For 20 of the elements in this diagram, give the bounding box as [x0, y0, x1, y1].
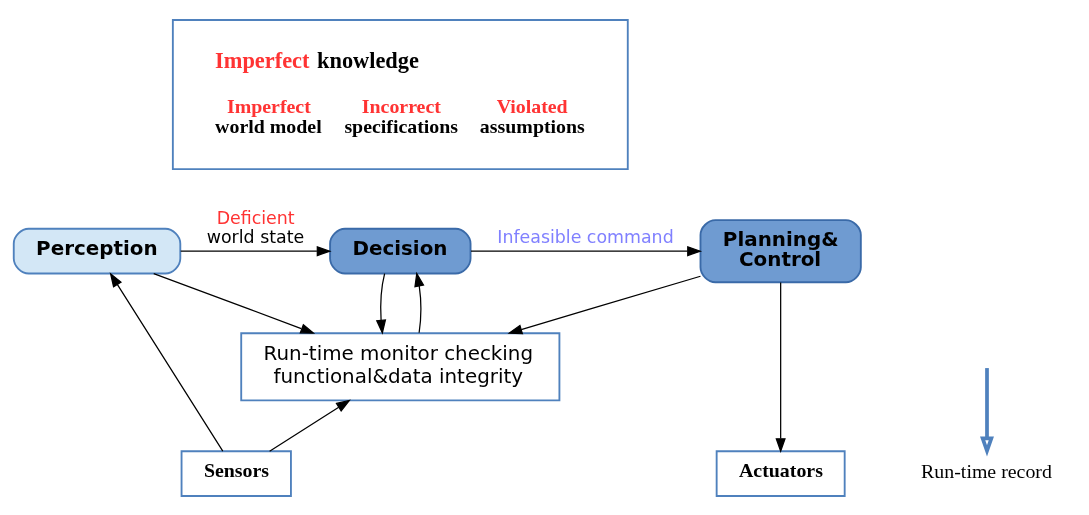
arrow: [180, 245, 332, 256]
node-box: Imperfect knowledge Imperfect world model Incorrect specifications Violated assumptions: [171, 18, 629, 170]
node-box: Sensors: [180, 449, 292, 497]
arrow: [507, 275, 702, 334]
node-box: Run-time monitor checking functional&data integrity: [240, 331, 561, 401]
arrow: [109, 271, 224, 452]
node-box: Planning& Control: [699, 218, 862, 283]
edge-label: Deficient world state: [206, 207, 305, 247]
arrow: [375, 272, 387, 335]
arrow: [414, 271, 425, 333]
node-box: Perception: [12, 227, 182, 274]
arrow: [153, 272, 316, 334]
node-text: Run-time record: [921, 459, 1052, 482]
arrow: [269, 398, 351, 452]
node-box: Decision: [329, 227, 472, 274]
arrow: [470, 245, 703, 256]
arrow: [980, 367, 994, 456]
arrow: [775, 281, 786, 453]
node-box: Actuators: [715, 449, 846, 497]
edge-label: Infeasible command: [497, 226, 674, 247]
